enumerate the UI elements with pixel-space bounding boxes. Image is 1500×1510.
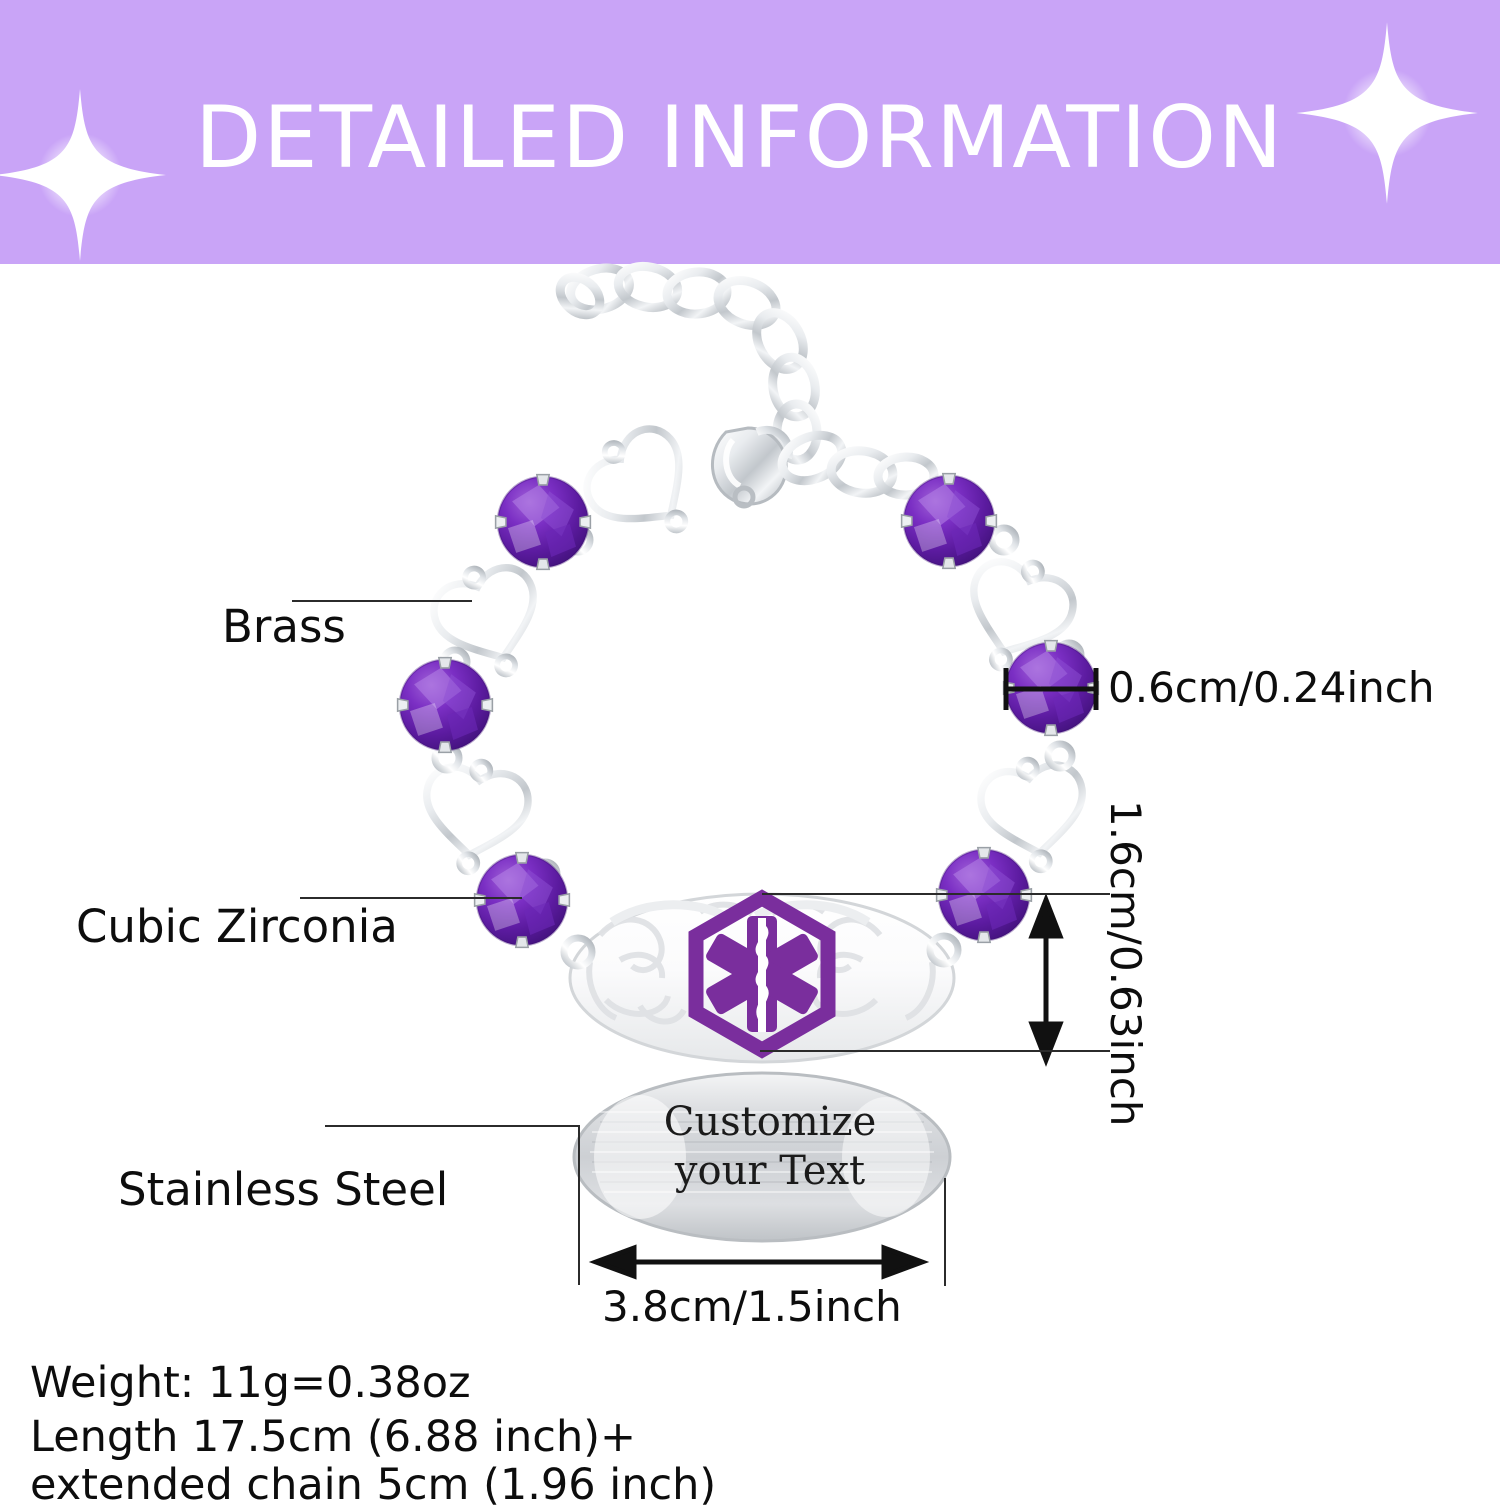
spec-length-line1: Length 17.5cm (6.88 inch)+ [30,1412,637,1462]
gem-bead [396,656,494,754]
dimension-label-tag-height: 1.6cm/0.63inch [1101,800,1150,1127]
medical-id-tag [560,889,962,1064]
spec-weight: Weight: 11g=0.38oz [30,1358,471,1408]
callout-label-stainless-steel: Stainless Steel [118,1163,449,1216]
leader-line-plate-left [578,1125,580,1285]
spec-length-line2: extended chain 5cm (1.96 inch) [30,1460,717,1510]
leader-line-tag-top [762,893,1110,895]
dimension-label-gem-diameter: 0.6cm/0.24inch [1108,663,1435,712]
chain-right [777,430,939,500]
leader-line-brass [292,600,472,602]
callout-label-brass: Brass [222,600,346,653]
customize-plate [572,1071,952,1243]
leader-line-plate-right [944,1178,946,1286]
gem-bead [935,846,1033,944]
customize-plate-text: Customize your Text [605,1098,935,1196]
extender-chain [555,261,822,465]
lobster-clasp [711,426,793,509]
customize-plate-line1: Customize [663,1099,877,1145]
callout-label-cubic-zirconia: Cubic Zirconia [76,900,398,953]
leader-line-tag-bottom [760,1050,1110,1052]
page-title: DETAILED INFORMATION [195,88,1285,188]
plate-width-arrow [588,1244,930,1280]
dimension-label-plate-width: 3.8cm/1.5inch [602,1282,902,1331]
gem-bead [900,472,998,570]
leader-line-cubic-zirconia [300,897,522,899]
gem-width-ticks [1003,668,1099,710]
tag-height-arrow [1028,893,1064,1067]
customize-plate-line2: your Text [674,1147,866,1194]
leader-line-stainless-steel [325,1125,580,1127]
